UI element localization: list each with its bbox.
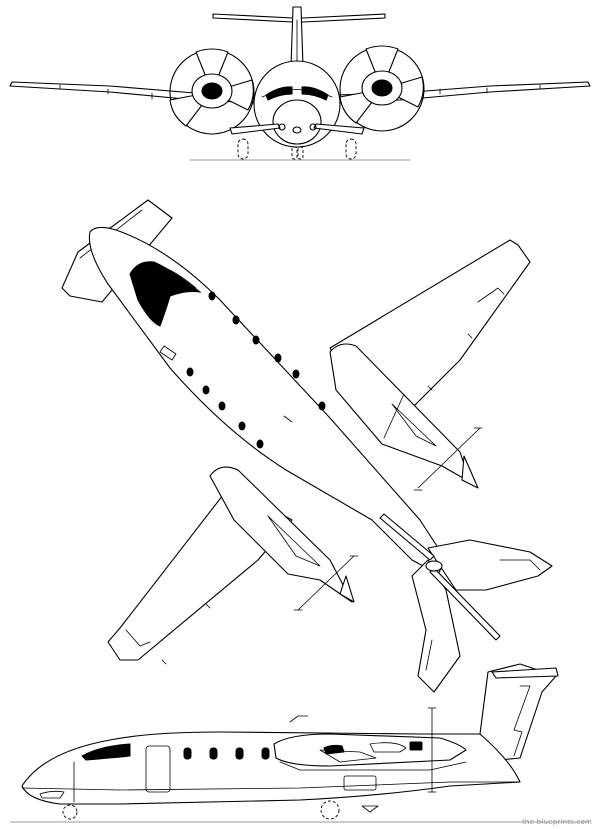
front-right-canard xyxy=(313,123,365,135)
side-cabin-door xyxy=(145,745,171,793)
front-left-propeller xyxy=(169,48,255,135)
top-dimension-lines xyxy=(293,427,483,611)
front-left-canard xyxy=(229,123,281,135)
top-cockpit-glazing xyxy=(129,261,202,327)
top-horizontal-stabilizer-right xyxy=(427,539,553,591)
side-cabin-windows xyxy=(183,747,270,760)
top-cabin-windows xyxy=(186,291,326,449)
side-view xyxy=(10,663,590,823)
top-view xyxy=(61,199,553,693)
top-horizontal-stabilizer-left xyxy=(411,559,461,693)
top-right-nacelle xyxy=(329,343,471,483)
front-right-propeller xyxy=(339,45,425,132)
front-view xyxy=(9,6,591,161)
top-rear-propellers xyxy=(339,455,501,641)
side-horizontal-tail xyxy=(491,667,559,679)
watermark-text: the-blueprints.com xyxy=(521,818,592,826)
side-cockpit-glazing xyxy=(81,743,131,761)
front-landing-gear xyxy=(237,138,357,160)
front-fuselage xyxy=(253,60,341,148)
